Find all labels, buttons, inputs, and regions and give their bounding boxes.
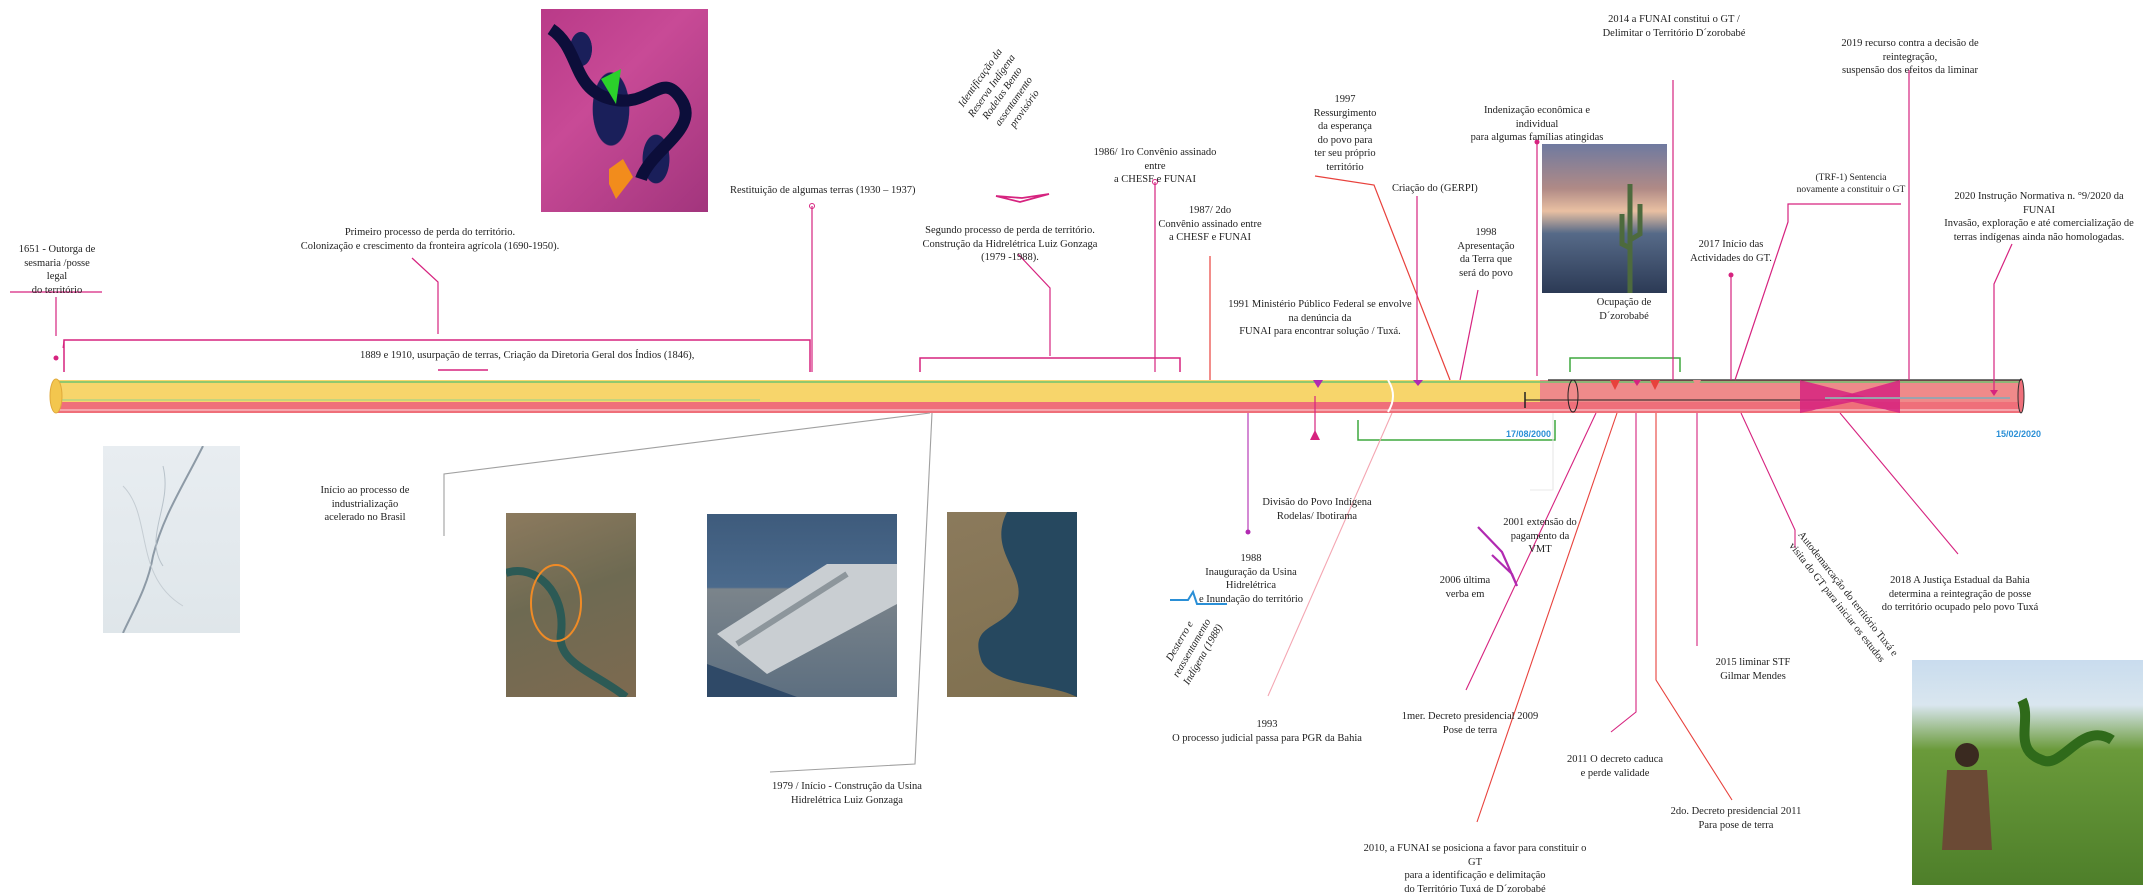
band-bottom [56, 402, 2021, 413]
dot-1988 [1246, 530, 1251, 535]
landscape-cactus-shape [1542, 144, 1667, 293]
label-gerpi: Criação do (GERPI) [1392, 182, 1478, 196]
marker-divisao [1310, 430, 1320, 440]
river-aerial-lines [506, 513, 636, 697]
label-2011-decreto: 2do. Decreto presidencial 2011 Para pose… [1666, 805, 1806, 832]
band-start-cap [50, 379, 62, 413]
bracket-occupation [1570, 358, 1680, 372]
label-2014: 2014 a FUNAI constitui o GT / Delimitar … [1594, 13, 1754, 40]
dam-photo-shape [707, 514, 897, 697]
conn-2018 [1840, 413, 1958, 554]
dam-photo-image [707, 514, 897, 697]
satellite-marker [609, 159, 633, 199]
landscape-cactus-image [1542, 144, 1667, 293]
label-2001: 2001 extensão do pagamento da VMT [1498, 516, 1582, 557]
conn-2011-decreto [1656, 413, 1732, 800]
dot-1651 [54, 356, 59, 361]
conn-1998 [1460, 290, 1478, 380]
reservoir-aerial-image [947, 512, 1077, 697]
squiggle-identificacao [996, 194, 1049, 202]
label-2011-caduca: 2011 O decreto caduca e perde validade [1560, 753, 1670, 780]
band-end-cap [2018, 379, 2024, 413]
label-1998: 1998 Apresentação da Terra que será do p… [1446, 226, 1526, 280]
conn-2011-caduca [1611, 413, 1636, 732]
bracket-hydro [920, 358, 1180, 372]
label-2017: 2017 Início das Actividades do GT. [1688, 238, 1774, 265]
satellite-map-image [541, 9, 708, 212]
person-field-image [1912, 660, 2143, 885]
label-1889: 1889 e 1910, usurpação de terras, Criaçã… [360, 349, 694, 363]
historic-map-lines [103, 446, 240, 633]
reservoir-shape [947, 512, 1077, 697]
label-ocupacao: Ocupação de D´zorobabé [1574, 296, 1674, 323]
label-1979: 1979 / Início - Construção da Usina Hidr… [763, 780, 931, 807]
label-1993: 1993 O processo judicial passa para PGR … [1172, 718, 1362, 745]
label-2010: 2010, a FUNAI se posiciona a favor para … [1360, 842, 1590, 896]
label-1987: 1987/ 2do Convênio assinado entre a CHES… [1145, 204, 1275, 245]
date-2000: 17/08/2000 [1506, 429, 1551, 439]
label-perda1: Primeiro processo de perda do território… [280, 226, 580, 253]
label-2018: 2018 A Justiça Estadual da Bahia determi… [1880, 574, 2040, 615]
label-2020: 2020 Instrução Normativa n. °9/2020 da F… [1940, 190, 2138, 244]
label-2015: 2015 liminar STF Gilmar Mendes [1705, 656, 1801, 683]
label-1986: 1986/ 1ro Convênio assinado entre a CHES… [1085, 146, 1225, 187]
historic-map-image [103, 446, 240, 633]
label-2006: 2006 última verba em [1430, 574, 1500, 601]
conn-trf [1735, 204, 1901, 380]
label-perda2: Segundo processo de perda de território.… [905, 224, 1115, 265]
conn-2020 [1994, 244, 2012, 390]
river-aerial-image [506, 513, 636, 697]
label-indenizacao: Indenização econômica e individual para … [1462, 104, 1612, 145]
label-2019: 2019 recurso contra a decisão de reinteg… [1820, 37, 2000, 78]
date-2020: 15/02/2020 [1996, 429, 2041, 439]
timeline-band [50, 379, 2024, 413]
conn-perda2 [1018, 254, 1050, 356]
label-1991: 1991 Ministério Público Federal se envol… [1220, 298, 1420, 339]
satellite-river [541, 9, 708, 212]
label-trf: (TRF-1) Sentencia novamente a constituir… [1792, 172, 1910, 196]
label-restituicao: Restituição de algumas terras (1930 – 19… [730, 184, 915, 198]
conn-1651 [10, 292, 102, 336]
conn-perda1 [412, 258, 438, 334]
person-field-shape [1912, 660, 2143, 885]
label-1997: 1997 Ressurgimento da esperança do povo … [1303, 93, 1387, 174]
label-divisao: Divisão do Povo Indígena Rodelas/ Ibotir… [1262, 496, 1372, 523]
label-industrializacao: Início ao processo de industrialização a… [290, 484, 440, 525]
label-2009: 1mer. Decreto presidencial 2009 Pose de … [1395, 710, 1545, 737]
label-1651: 1651 - Outorga de sesmaria /posse legal … [15, 243, 99, 297]
conn-2001 [1530, 413, 1553, 490]
conn-1997 [1315, 176, 1450, 380]
dot-2017 [1729, 273, 1734, 278]
